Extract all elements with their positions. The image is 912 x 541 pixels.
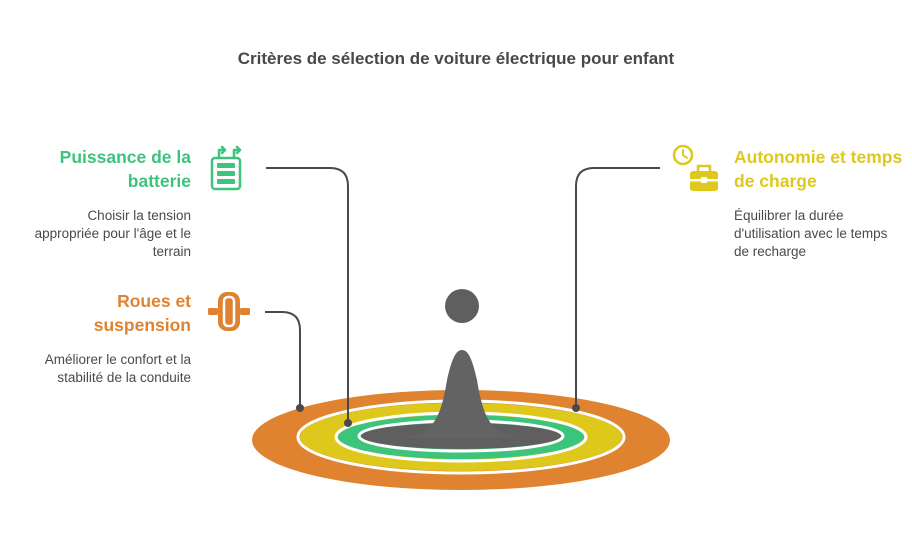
splash-peak bbox=[398, 350, 526, 438]
wheels-heading: Roues et suspension bbox=[93, 291, 191, 335]
connector-battery bbox=[266, 167, 349, 423]
battery-heading: Puissance de la batterie bbox=[59, 147, 191, 191]
connector-dot bbox=[344, 419, 352, 427]
water-drop bbox=[445, 289, 479, 323]
autonomy-description: Équilibrer la durée d'utilisation avec l… bbox=[734, 208, 888, 259]
connector-dot bbox=[296, 404, 304, 412]
battery-description: Choisir la tension appropriée pour l'âge… bbox=[34, 208, 191, 259]
connector-autonomy bbox=[575, 167, 660, 408]
wheel-icon bbox=[208, 292, 250, 331]
battery-charging-icon bbox=[210, 145, 242, 191]
stopwatch-briefcase-icon bbox=[672, 144, 718, 191]
autonomy-heading: Autonomie et temps de charge bbox=[734, 147, 903, 191]
page-title: Critères de sélection de voiture électri… bbox=[237, 49, 675, 68]
wheels-description: Améliorer le confort et la stabilité de … bbox=[44, 352, 191, 385]
connector-wheels bbox=[265, 311, 301, 408]
connector-dot bbox=[572, 404, 580, 412]
